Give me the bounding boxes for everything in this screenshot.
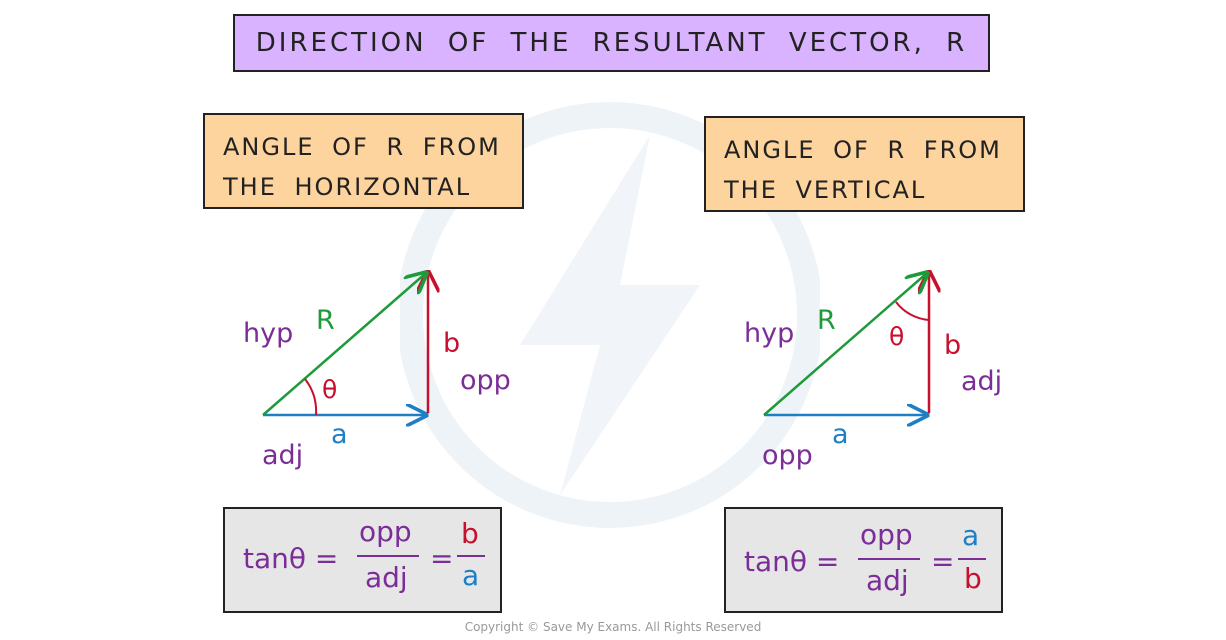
left-formula-eq: = — [430, 542, 454, 575]
left-heading-box: ANGLE OF R FROM THE HORIZONTAL — [203, 113, 524, 209]
right-formula-eq: = — [931, 545, 955, 578]
right-hyp-label: hyp — [744, 318, 795, 349]
right-resultant-vector-r — [763, 273, 927, 416]
left-heading-line1: ANGLE OF R FROM — [223, 133, 501, 161]
left-heading-line2: THE HORIZONTAL — [223, 173, 472, 201]
left-formula-num2: b — [461, 517, 479, 550]
left-fraction-bar-1 — [357, 555, 419, 557]
right-formula-lhs: tanθ = — [744, 545, 840, 578]
left-adj-label: adj — [262, 440, 304, 471]
right-heading-line1: ANGLE OF R FROM — [724, 136, 1002, 164]
right-fraction-bar-1 — [858, 558, 920, 560]
right-heading-box: ANGLE OF R FROM THE VERTICAL — [704, 116, 1025, 212]
left-theta-label: θ — [322, 375, 338, 404]
left-formula-den2: a — [462, 559, 480, 592]
right-formula-num2: a — [962, 519, 980, 552]
left-r-label: R — [316, 305, 335, 336]
right-b-label: b — [944, 330, 962, 361]
left-formula-lhs: tanθ = — [243, 542, 339, 575]
right-fraction-bar-2 — [958, 558, 986, 560]
right-a-label: a — [832, 419, 849, 450]
left-angle-arc — [304, 378, 318, 416]
right-theta-label: θ — [889, 322, 905, 351]
watermark-logo-icon — [400, 102, 820, 528]
left-resultant-vector-r — [262, 273, 426, 416]
right-heading-line2: THE VERTICAL — [724, 176, 927, 204]
title-banner: DIRECTION OF THE RESULTANT VECTOR, R — [233, 14, 990, 72]
page-title: DIRECTION OF THE RESULTANT VECTOR, R — [255, 28, 968, 58]
left-formula-box: tanθ = opp adj = b a — [223, 507, 502, 613]
left-b-label: b — [443, 328, 461, 359]
right-adj-label: adj — [961, 366, 1003, 397]
left-formula-num1: opp — [359, 515, 412, 548]
left-a-label: a — [331, 419, 348, 450]
left-opp-label: opp — [460, 365, 511, 396]
left-fraction-bar-2 — [457, 555, 485, 557]
right-formula-den1: adj — [866, 564, 909, 597]
left-formula-den1: adj — [365, 561, 408, 594]
right-opp-label: opp — [762, 440, 813, 471]
left-hyp-label: hyp — [243, 318, 294, 349]
right-formula-box: tanθ = opp adj = a b — [724, 507, 1003, 613]
right-r-label: R — [817, 305, 836, 336]
copyright-notice: Copyright © Save My Exams. All Rights Re… — [464, 620, 762, 634]
right-formula-den2: b — [964, 562, 982, 595]
right-angle-arc — [895, 301, 930, 321]
right-formula-num1: opp — [860, 518, 913, 551]
